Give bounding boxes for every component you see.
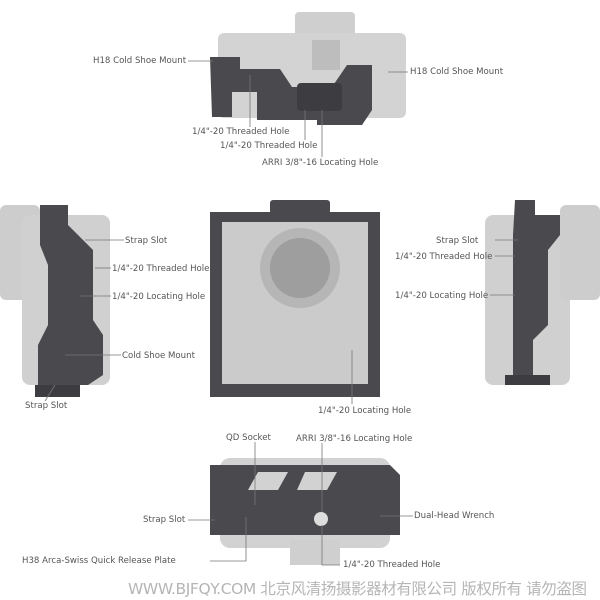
sensor-opening (270, 238, 330, 298)
arri-hole (314, 512, 328, 526)
bottom-view (210, 458, 400, 565)
label-left-bottom-strap-slot: Strap Slot (25, 401, 68, 411)
label-front-locating-hole: 1/4"-20 Locating Hole (318, 406, 412, 416)
strap-slot-left (35, 385, 80, 397)
front-view (210, 200, 380, 397)
label-left-cold-shoe: Cold Shoe Mount (122, 351, 195, 361)
top-view (210, 12, 406, 125)
label-left-strap-slot: Strap Slot (125, 236, 168, 246)
label-qd-socket: QD Socket (226, 433, 271, 443)
label-left-locating-hole: 1/4"-20 Locating Hole (112, 292, 206, 302)
label-h18-cold-shoe-right: H18 Cold Shoe Mount (410, 67, 504, 77)
strap-slot-right (505, 375, 550, 385)
label-right-threaded-hole: 1/4"-20 Threaded Hole (395, 252, 493, 262)
label-left-threaded-hole: 1/4"-20 Threaded Hole (112, 264, 210, 274)
cage-left (38, 205, 103, 385)
label-top-arri-hole: ARRI 3/8"-16 Locating Hole (262, 158, 379, 168)
label-h18-cold-shoe-left: H18 Cold Shoe Mount (93, 56, 187, 66)
label-bottom-arri-hole: ARRI 3/8"-16 Locating Hole (296, 434, 413, 444)
label-dual-head-wrench: Dual-Head Wrench (414, 511, 495, 521)
label-top-threaded-hole-2: 1/4"-20 Threaded Hole (220, 141, 318, 151)
leader-lines (44, 60, 518, 566)
right-view (485, 200, 600, 385)
label-arca-plate: H38 Arca-Swiss Quick Release Plate (22, 556, 176, 566)
label-top-threaded-hole-1: 1/4"-20 Threaded Hole (192, 127, 290, 137)
label-bottom-threaded-hole: 1/4"-20 Threaded Hole (343, 560, 441, 570)
lens-bottom (290, 540, 340, 565)
label-bottom-strap-slot: Strap Slot (143, 515, 186, 525)
camera-viewfinder (295, 12, 355, 37)
top-plate (297, 83, 342, 111)
watermark: WWW.BJFQY.COM 北京风清扬摄影器材有限公司 版权所有 请勿盗图 (128, 580, 587, 598)
cage-right (513, 200, 560, 375)
hot-shoe (312, 40, 340, 70)
lens-side (560, 205, 600, 300)
label-right-locating-hole: 1/4"-20 Locating Hole (395, 291, 489, 301)
label-right-strap-slot: Strap Slot (436, 236, 479, 246)
top-handle (270, 200, 330, 214)
cutouts (248, 472, 337, 490)
left-view (0, 205, 110, 397)
